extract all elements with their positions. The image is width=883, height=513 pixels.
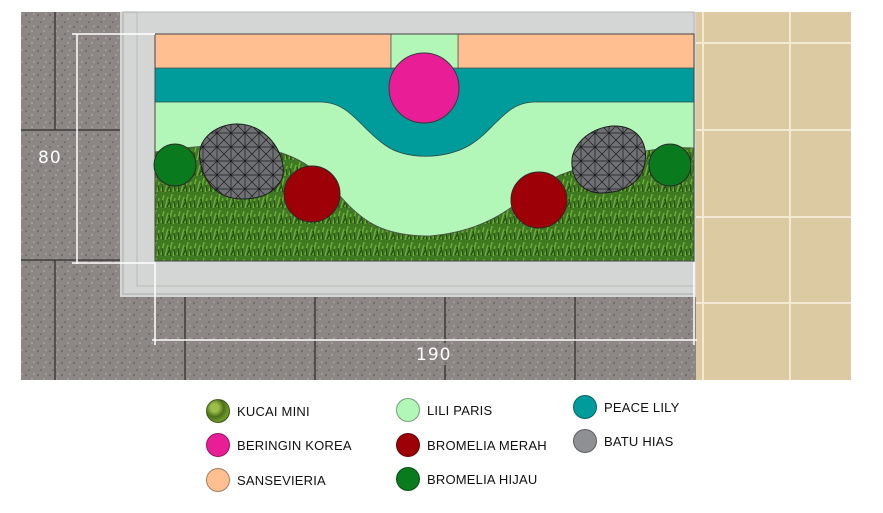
legend-label: PEACE LILY: [604, 399, 680, 415]
bromelia-hijau-plant-left: [153, 143, 197, 187]
peace-lily-swatch-icon: [573, 395, 597, 419]
sansevieria-strip-right: [457, 34, 694, 69]
paving-joints: [21, 12, 576, 380]
beringin-korea-plant: [388, 52, 460, 124]
legend-label: BERINGIN KOREA: [237, 437, 352, 453]
legend-label: BROMELIA HIJAU: [427, 471, 538, 487]
batu-hias-swatch-icon: [573, 429, 597, 453]
legend-label: LILI PARIS: [427, 402, 493, 418]
tile-floor: [696, 12, 851, 380]
batu-hias-rock-right: [571, 125, 646, 194]
legend-item-lili-paris: LILI PARIS: [396, 397, 492, 423]
lili-paris-swatch-icon: [396, 398, 420, 422]
garden-plan: 80 190: [21, 11, 851, 380]
dimension-lines: [72, 33, 697, 345]
bromelia-merah-plant-left: [283, 165, 341, 223]
beringin-korea-swatch-icon: [206, 433, 230, 457]
depth-dimension-label: 80: [38, 148, 62, 168]
legend-item-bromelia-hijau: BROMELIA HIJAU: [396, 466, 537, 492]
legend-item-bromelia-merah: BROMELIA MERAH: [396, 432, 547, 458]
sansevieria-swatch-icon: [206, 468, 230, 492]
tile-joints: [696, 12, 851, 380]
legend-label: BATU HIAS: [604, 433, 674, 449]
legend-label: SANSEVIERIA: [237, 472, 326, 488]
bromelia-hijau-swatch-icon: [396, 467, 420, 491]
legend-item-kucai-mini: KUCAI MINI: [206, 398, 310, 424]
sansevieria-strip-left: [155, 34, 392, 69]
legend-item-beringin-korea: BERINGIN KOREA: [206, 432, 352, 458]
legend-item-batu-hias: BATU HIAS: [573, 428, 673, 454]
kucai-mini-swatch-icon: [206, 399, 230, 423]
bromelia-hijau-plant-right: [648, 143, 692, 187]
legend-item-peace-lily: PEACE LILY: [573, 394, 679, 420]
bromelia-merah-swatch-icon: [396, 433, 420, 457]
width-dimension-label: 190: [416, 345, 451, 365]
batu-hias-rock-left: [198, 123, 284, 200]
legend-label: KUCAI MINI: [237, 403, 310, 419]
legend-label: BROMELIA MERAH: [427, 437, 547, 453]
bromelia-merah-plant-right: [510, 171, 568, 229]
legend-item-sansevieria: SANSEVIERIA: [206, 467, 326, 493]
